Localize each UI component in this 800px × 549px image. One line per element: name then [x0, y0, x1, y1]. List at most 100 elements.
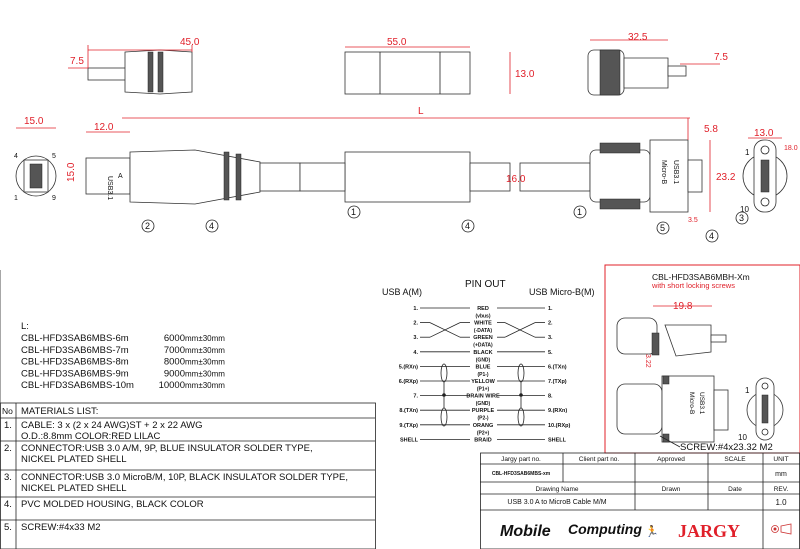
dim-short-len: 19.8 — [673, 301, 693, 312]
title-block: Jargy part no. Client part no. Approved … — [480, 452, 800, 549]
dim-a-height: 15.0 — [66, 162, 77, 182]
top-view-micro: 32.5 7.5 — [587, 32, 728, 96]
wire-signal: (-DATA) — [474, 328, 492, 334]
th-unit: UNIT — [773, 456, 788, 463]
wire-color: PURPLE — [472, 408, 495, 414]
wire-signal: (+DATA) — [473, 343, 493, 349]
dim-micro-face-w: 13.0 — [754, 128, 774, 139]
balloon: 5 — [660, 223, 665, 233]
wire-color: ORANG — [473, 423, 493, 429]
balloon: 1 — [577, 207, 582, 217]
short-screw-variant: CBL-HFD3SAB6MBH-Xm with short locking sc… — [604, 264, 800, 454]
material-line2: NICKEL PLATED SHELL — [21, 483, 127, 494]
logos: Mobile Computing 🏃 JARGY — [500, 521, 792, 541]
length-tol: mm±30mm — [185, 381, 225, 390]
pin-label: 1 — [745, 386, 750, 395]
length-label: L: — [21, 321, 29, 332]
wire-color: BRAID — [474, 437, 491, 443]
logo-computing: Computing — [568, 521, 642, 537]
materials-no-header: No — [2, 406, 13, 416]
dim-face-a: 15.0 — [24, 116, 44, 127]
length-part: CBL-HFD3SAB6MBS-10m — [21, 380, 134, 391]
pin-left: 2. — [413, 321, 418, 327]
th-drawn: Drawn — [662, 486, 681, 493]
length-tol: mm±30mm — [185, 346, 225, 355]
wire-signal: (P2-) — [477, 416, 488, 422]
drawing-name: USB 3.0 A to MicroB Cable M/M — [507, 499, 606, 506]
th-scale: SCALE — [724, 456, 746, 463]
dim-screw-offset: 3.5 — [688, 217, 698, 224]
pin-left: 9.(TXp) — [399, 423, 418, 429]
pin-left: 3. — [413, 335, 418, 341]
th-drawing: Drawing Name — [536, 486, 579, 493]
material-line1: CONNECTOR:USB 3.0 A/M, 9P, BLUE INSULATO… — [21, 443, 313, 454]
balloon: 4 — [209, 221, 214, 231]
material-line1: CABLE: 3 x (2 x 24 AWG)ST + 2 x 22 AWG — [21, 420, 203, 431]
pin-right: 8. — [548, 394, 553, 400]
pinout-right-title: USB Micro-B(M) — [529, 287, 595, 297]
pinout-left-title: USB A(M) — [382, 287, 422, 297]
dim-cable-length: L — [418, 106, 424, 117]
rev-value: 1.0 — [775, 498, 787, 507]
th-client: Client part no. — [579, 456, 620, 463]
dim-a-plug: 12.0 — [94, 122, 114, 133]
dim-micro-face-h: 18.0 — [784, 145, 798, 152]
balloon: 4 — [465, 221, 470, 231]
dim-micro-plug: 5.8 — [704, 124, 718, 135]
side-view: L 4 5 1 9 15.0 12.0 15.0 USB3.1 A 16.0 M… — [14, 106, 798, 224]
dim-micro-tip: 7.5 — [714, 52, 728, 63]
wire-signal: (P1+) — [477, 387, 490, 393]
micro-usb-label: USB3.1 — [672, 160, 679, 184]
balloon: 4 — [709, 231, 714, 241]
pin-left: 5.(RXn) — [399, 364, 418, 370]
length-value: 10000 — [159, 380, 185, 391]
pin-right: SHELL — [548, 437, 567, 443]
usb-a-label: USB3.1 — [106, 176, 113, 200]
pin-right: 7.(TXp) — [548, 379, 567, 385]
length-value: 9000 — [164, 368, 185, 379]
material-no: 3. — [4, 472, 12, 483]
logo-jargy: JARGY — [678, 521, 740, 541]
variant-micro-label: Micro-B — [688, 392, 695, 414]
material-line2: O.D.:8.8mm COLOR:RED LILAC — [21, 431, 161, 442]
th-date: Date — [728, 486, 742, 493]
pin-left: 7. — [413, 394, 418, 400]
th-rev: REV. — [774, 486, 789, 493]
pin-right: 2. — [548, 321, 553, 327]
balloon: 2 — [145, 221, 150, 231]
length-value: 7000 — [164, 345, 185, 356]
length-tol: mm±30mm — [185, 334, 225, 343]
balloons: 2 4 1 4 1 5 4 3 — [141, 205, 749, 243]
variant-usb-label: USB3.1 — [698, 392, 705, 415]
pin-left: 8.(TXn) — [399, 408, 418, 414]
wire-signal: (P1-) — [477, 372, 488, 378]
length-part: CBL-HFD3SAB6MBS-8m — [21, 357, 129, 368]
pin-left: 1. — [413, 306, 418, 312]
length-part: CBL-HFD3SAB6MBS-7m — [21, 345, 129, 356]
variant-subtitle: with short locking screws — [651, 281, 735, 290]
material-no: 5. — [4, 522, 12, 533]
dim-mid-height: 13.0 — [515, 69, 535, 80]
pin-label: 10 — [740, 205, 749, 214]
pin-left: 6.(RXp) — [399, 379, 418, 385]
unit-value: mm — [775, 471, 787, 478]
pin-right: 3. — [548, 335, 553, 341]
balloon: 1 — [351, 207, 356, 217]
logo-mobile: Mobile — [500, 523, 551, 540]
pin-right: 5. — [548, 350, 553, 356]
material-line1: CONNECTOR:USB 3.0 MicroB/M, 10P, BLACK I… — [21, 472, 348, 483]
wire-signal: (GND) — [476, 357, 491, 363]
wire-color: GREEN — [473, 335, 493, 341]
materials-header: MATERIALS LIST: — [21, 406, 98, 417]
pin-left: 4. — [413, 350, 418, 356]
th-part: Jargy part no. — [501, 456, 541, 463]
wire-color: BLUE — [476, 364, 491, 370]
balloon: 3 — [739, 213, 744, 223]
dim-short-h: 3.22 — [644, 354, 651, 368]
micro-label: Micro-B — [660, 160, 667, 184]
wire-color: RED — [477, 306, 489, 312]
dim-mid-length: 55.0 — [387, 37, 407, 48]
wire-color: DRAIN WIRE — [466, 394, 500, 400]
dim-usb-a-tip: 7.5 — [70, 56, 84, 67]
